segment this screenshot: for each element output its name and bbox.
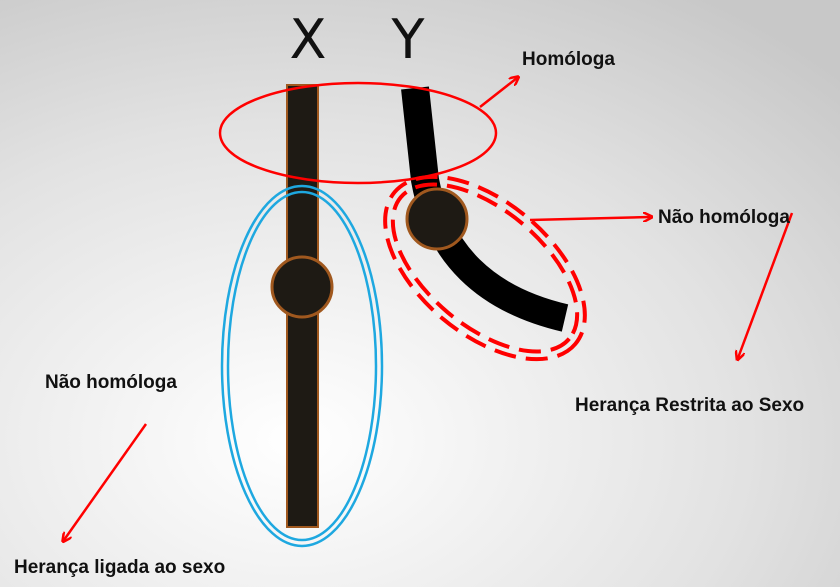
non-homologous-x-label: Não homóloga [45, 372, 177, 393]
homologous-label: Homóloga [522, 49, 615, 70]
x-non-homologous-ellipse [220, 184, 384, 548]
homologous-region-ellipse [218, 81, 498, 185]
x-linked-arrow [64, 423, 148, 540]
y-linked-arrow [738, 212, 794, 358]
y-centromere [405, 187, 469, 251]
x-linked-inheritance-label: Herança ligada ao sexo [14, 557, 225, 578]
non-homologous-y-label: Não homóloga [658, 207, 790, 228]
non-homologous-y-arrow [529, 217, 650, 220]
y-chromosome-label: Y [391, 8, 426, 71]
x-centromere [270, 255, 334, 319]
y-linked-inheritance-label: Herança Restrita ao Sexo [575, 395, 804, 416]
homologous-arrow [479, 78, 517, 108]
x-chromosome-label: X [290, 8, 327, 71]
